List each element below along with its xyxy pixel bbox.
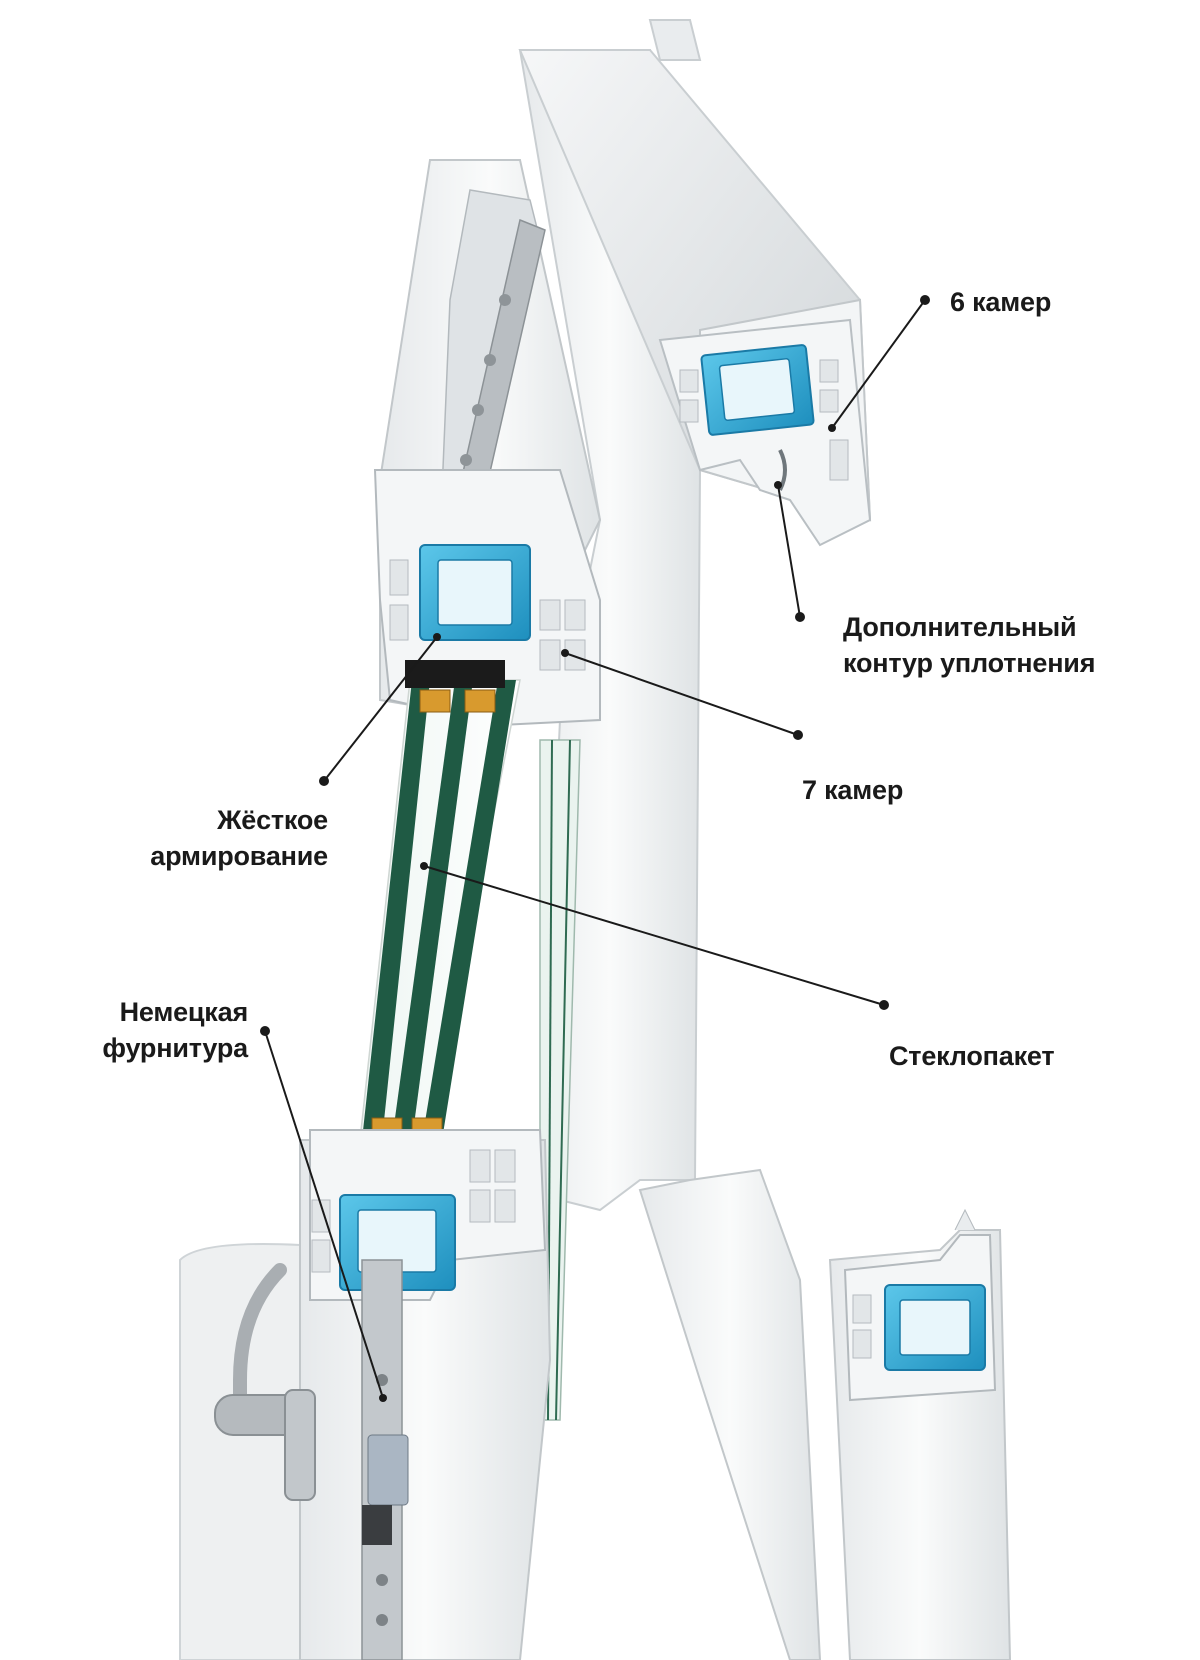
- label-german-hardware: Немецкая фурнитура: [60, 994, 248, 1066]
- lower-sash: [179, 1129, 552, 1660]
- label-rigid-reinforcement: Жёсткое армирование: [100, 802, 328, 874]
- leader-reinforcement: [323, 636, 438, 782]
- label-rigid-reinforcement-line-2: армирование: [150, 841, 328, 871]
- sash: [373, 159, 602, 727]
- label-extra-seal: Дополнительный контур уплотнения: [843, 609, 1095, 681]
- leader-extra-seal: [777, 484, 801, 618]
- label-extra-seal-line-2: контур уплотнения: [843, 648, 1096, 678]
- label-six-chambers: 6 камер: [950, 284, 1051, 320]
- label-six-chambers-text: 6 камер: [950, 287, 1052, 317]
- label-seven-chambers-text: 7 камер: [802, 775, 904, 805]
- label-german-hardware-line-1: Немецкая: [119, 997, 249, 1027]
- leader-lines: [264, 299, 926, 1399]
- frame-corner-piece: [638, 1168, 1012, 1660]
- leader-six-chambers: [831, 299, 926, 429]
- label-german-hardware-line-2: фурнитура: [102, 1033, 248, 1063]
- leader-seven-chambers: [564, 652, 799, 736]
- leader-glass: [423, 865, 885, 1006]
- label-seven-chambers: 7 камер: [802, 772, 903, 808]
- label-glass-unit: Стеклопакет: [889, 1038, 1055, 1074]
- leader-hardware: [264, 1030, 384, 1399]
- leader-dots: [260, 295, 930, 1402]
- label-extra-seal-line-1: Дополнительный: [843, 612, 1077, 642]
- label-rigid-reinforcement-line-1: Жёсткое: [217, 805, 328, 835]
- label-glass-unit-text: Стеклопакет: [889, 1041, 1055, 1071]
